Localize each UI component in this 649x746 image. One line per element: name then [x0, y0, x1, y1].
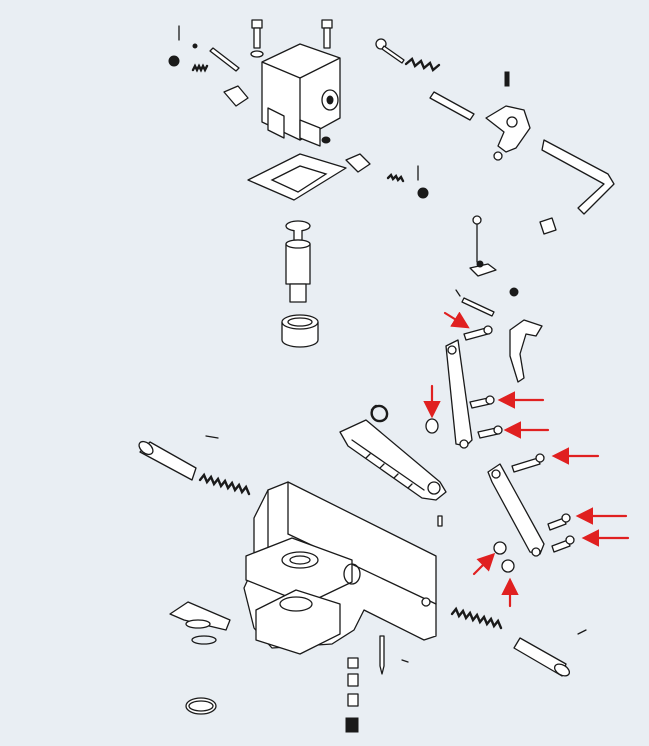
bell-crank [485, 105, 531, 153]
main-housing [243, 481, 437, 655]
link-plate-upper [445, 339, 473, 449]
gasket [247, 153, 347, 201]
nut-right [417, 187, 429, 199]
top-valve-assembly [168, 19, 429, 201]
handle-grip [539, 217, 557, 235]
spike-pin [379, 635, 385, 675]
bolt-top-left [250, 19, 264, 58]
bottom-bushings [345, 657, 359, 733]
small-ball [192, 43, 198, 49]
middle-right-small-parts [455, 215, 543, 383]
nut-left [168, 55, 180, 67]
valve-body [261, 43, 341, 147]
washer-b [501, 559, 515, 573]
pedal-arm [339, 404, 447, 501]
handle-rod [541, 139, 615, 215]
washer-a [493, 541, 507, 555]
latch-plate [169, 601, 231, 645]
spring-right [450, 606, 503, 630]
spring-top-right [404, 57, 441, 72]
bolt-d [511, 457, 541, 473]
small-pin-far-right [577, 629, 587, 635]
plunger-left [223, 85, 249, 107]
bolt-e [547, 517, 567, 531]
arrow-8 [472, 552, 496, 576]
small-spring-left [191, 63, 209, 73]
torsion-spring [370, 404, 389, 423]
small-pin-left [205, 435, 219, 439]
piston-assembly [281, 220, 319, 348]
small-spring-right [386, 172, 405, 183]
pivot-pin-right [513, 637, 567, 677]
top-right-linkage [375, 38, 615, 235]
small-pin-vertical [437, 515, 443, 527]
red-arrows [423, 311, 630, 608]
lever-hook [509, 319, 543, 383]
bushing [425, 418, 439, 434]
long-pin [209, 47, 240, 72]
bolt-f [551, 539, 571, 553]
arrow-1 [443, 311, 470, 329]
pin-long-middle [461, 297, 495, 317]
link-plate-lower [487, 463, 545, 557]
shaft [429, 91, 475, 121]
spring-left [198, 472, 251, 496]
plunger-right [345, 153, 371, 173]
